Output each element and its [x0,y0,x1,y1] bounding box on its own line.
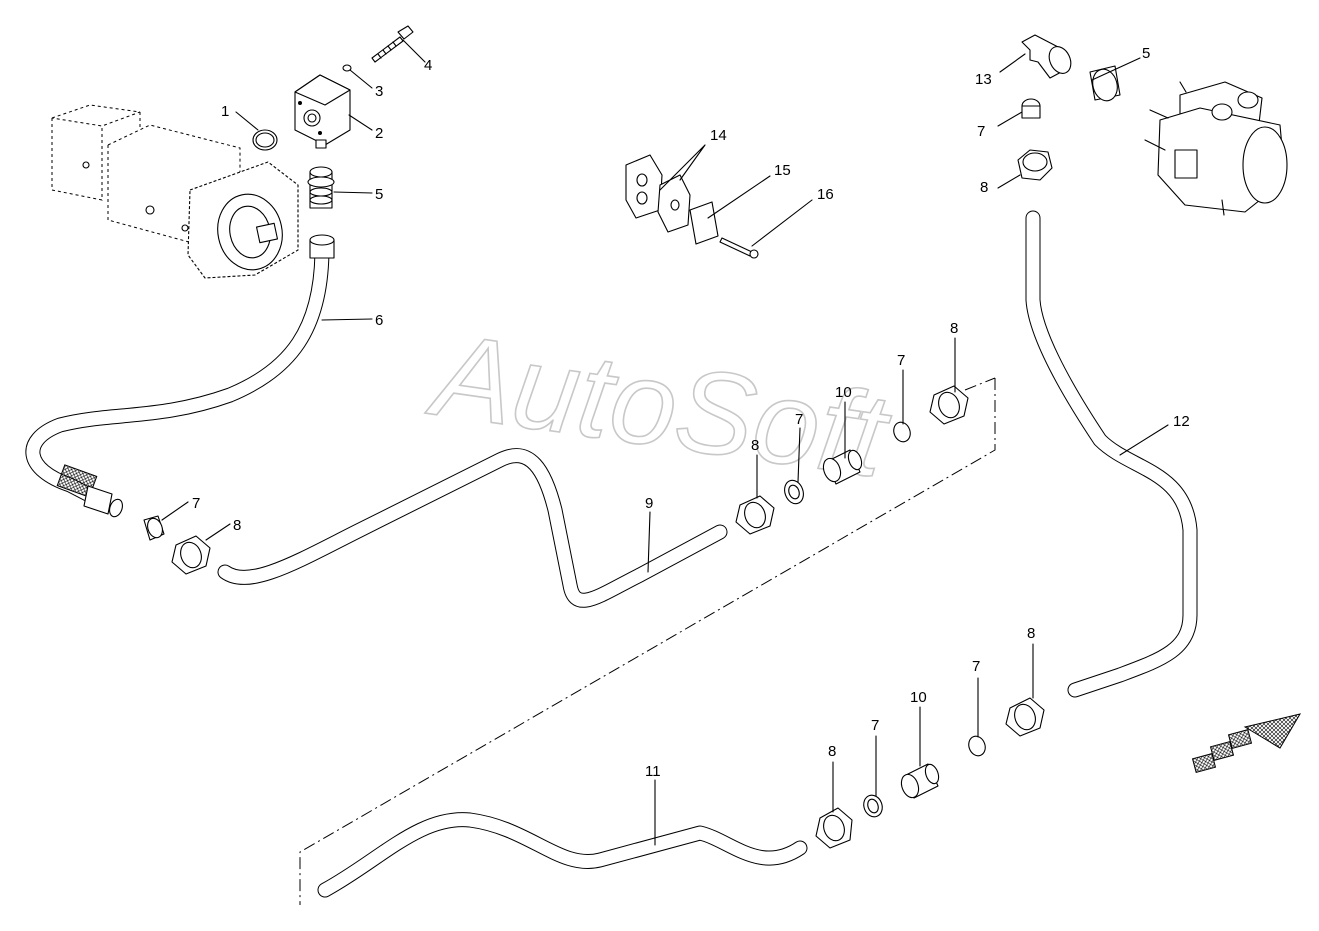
callout-labels: 1 2 3 4 5 6 7 8 9 8 7 10 7 8 14 15 16 13… [192,45,1190,780]
callout-8-mid: 8 [751,437,759,454]
right-pump-assembly [1144,81,1288,216]
callout-11: 11 [645,763,661,780]
callout-10-lower: 10 [910,689,927,706]
left-pump-assembly [51,104,299,279]
fitting-group-upper [143,385,969,575]
leader-lines [161,39,1169,846]
callout-4: 4 [424,57,432,74]
callout-16: 16 [817,186,834,203]
callout-8-lower: 8 [828,743,836,760]
callout-9: 9 [645,495,653,512]
hose-part [25,234,335,518]
flange-block-part [294,74,351,149]
callout-1: 1 [221,103,229,120]
callout-7-lower-right: 7 [972,658,980,675]
callout-7-right: 7 [977,123,985,140]
callout-6: 6 [375,312,383,329]
callout-5-left: 5 [375,186,383,203]
direction-arrow [1191,713,1302,773]
bolt-part [371,25,414,63]
callout-8-lower-right: 8 [1027,625,1035,642]
clamp-assembly [625,154,759,259]
callout-15: 15 [774,162,791,179]
phantom-line [299,378,996,905]
callout-8-right: 8 [980,179,988,196]
callout-8-upper: 8 [950,320,958,337]
washer-part [342,64,352,72]
callout-12: 12 [1173,413,1190,430]
callout-2: 2 [375,125,383,142]
fitting-group-lower [815,697,1045,849]
fitting-group-right-top [1017,34,1121,181]
fitting-part-left [307,166,335,209]
callout-7-lower: 7 [871,717,879,734]
callout-3: 3 [375,83,383,100]
callout-10-upper: 10 [835,384,852,401]
callout-13: 13 [975,71,992,88]
callout-7-upper: 7 [897,352,905,369]
callout-7-mid: 7 [795,411,803,428]
callout-8-left: 8 [233,517,241,534]
callout-5-right: 5 [1142,45,1150,62]
callout-14: 14 [710,127,727,144]
callout-7-left: 7 [192,495,200,512]
